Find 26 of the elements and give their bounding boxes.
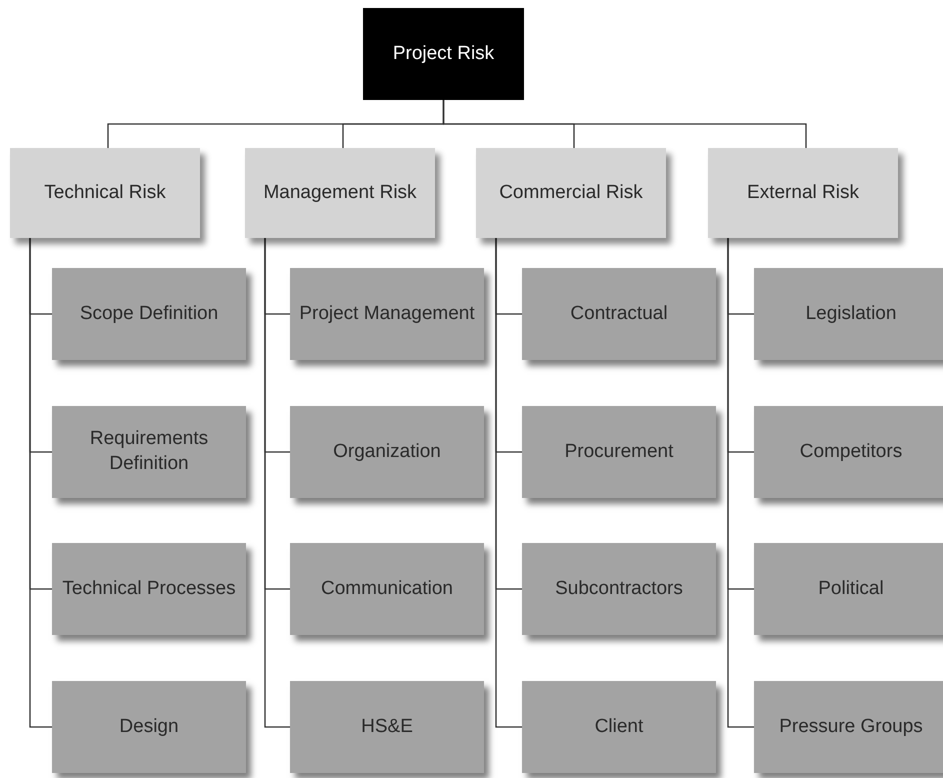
connector-line (442, 100, 807, 148)
connector-line (264, 238, 290, 728)
risk-box: Legislation (754, 268, 943, 360)
risk-box: Contractual (522, 268, 716, 360)
risk-box: Requirements Definition (52, 406, 246, 498)
category-box: Management Risk (245, 148, 435, 238)
risk-box: Subcontractors (522, 543, 716, 635)
connector-line (495, 238, 522, 728)
risk-box: HS&E (290, 681, 484, 773)
risk-box: Competitors (754, 406, 943, 498)
risk-box: Communication (290, 543, 484, 635)
connector-line (29, 238, 52, 728)
risk-box: Organization (290, 406, 484, 498)
category-box: Commercial Risk (476, 148, 666, 238)
risk-box: Political (754, 543, 943, 635)
risk-box: Procurement (522, 406, 716, 498)
connector-line (727, 238, 754, 728)
root-box: Project Risk (363, 8, 524, 100)
risk-box: Scope Definition (52, 268, 246, 360)
risk-box: Project Management (290, 268, 484, 360)
category-box: External Risk (708, 148, 898, 238)
risk-box: Technical Processes (52, 543, 246, 635)
risk-box: Client (522, 681, 716, 773)
category-box: Technical Risk (10, 148, 200, 238)
risk-box: Design (52, 681, 246, 773)
risk-box: Pressure Groups (754, 681, 943, 773)
